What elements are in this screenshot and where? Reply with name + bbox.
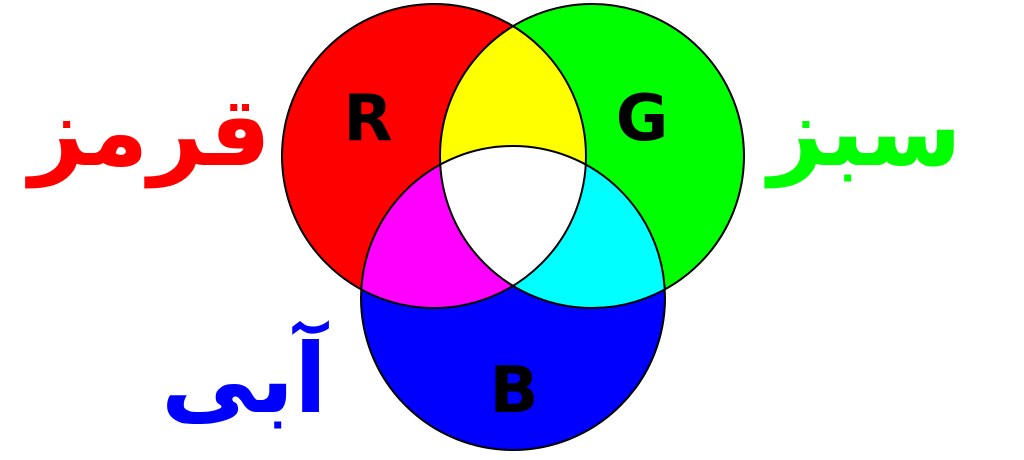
red-label: قرمز: [25, 76, 271, 188]
green-circle-letter: G: [616, 82, 669, 156]
blue-circle-outline: [360, 145, 666, 451]
red-circle-letter: R: [343, 82, 392, 156]
blue-label: آبی: [161, 320, 329, 435]
blue-circle-letter: B: [490, 354, 539, 428]
red-circle-outline: [281, 3, 587, 309]
green-circle-outline: [439, 3, 745, 309]
green-label: سبز: [764, 76, 961, 188]
